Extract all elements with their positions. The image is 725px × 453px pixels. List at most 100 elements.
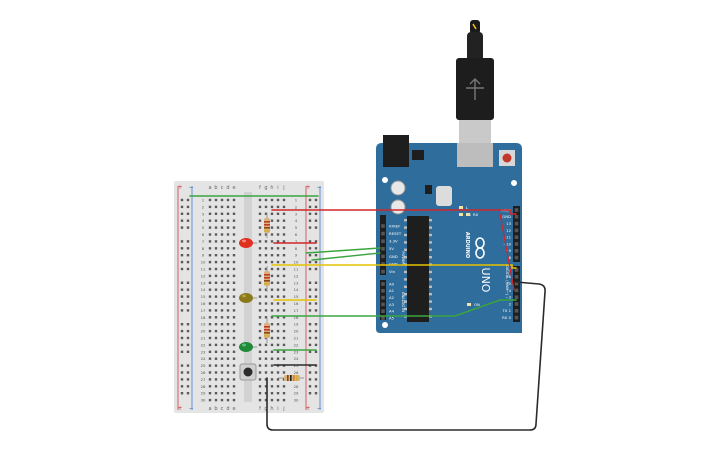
breadboard-hole [276, 247, 280, 250]
chip-pin [404, 226, 407, 229]
row-label-right: 12 [294, 273, 299, 278]
rail-hole [186, 392, 190, 395]
arduino-pcb [376, 143, 522, 333]
rail-hole [186, 240, 190, 243]
rail-hole [314, 254, 318, 257]
rail-hole [314, 212, 318, 215]
digital-pin[interactable] [514, 208, 519, 212]
breadboard-hole [232, 288, 236, 291]
breadboard-hole [214, 260, 218, 264]
breadboard-hole [282, 329, 286, 333]
wire-green-pin [271, 299, 517, 317]
breadboard-hole [282, 378, 286, 381]
breadboard-hole [226, 295, 230, 298]
power-pin[interactable] [381, 247, 385, 251]
power-pin[interactable] [381, 262, 385, 266]
rail-hole [180, 392, 184, 395]
power-pin[interactable] [381, 269, 385, 274]
breadboard-hole [220, 267, 224, 271]
board-brand: ARDUINO [464, 232, 470, 258]
breadboard-hole [270, 247, 274, 250]
breadboard-hole [226, 233, 230, 236]
breadboard-hole [264, 240, 268, 243]
digital-pin-label: 12 [506, 228, 511, 233]
breadboard-hole [220, 316, 224, 319]
breadboard-hole [264, 309, 268, 312]
digital-pin[interactable] [514, 281, 519, 286]
digital-pin[interactable] [514, 275, 519, 279]
rail-hole [308, 371, 312, 374]
digital-pin[interactable] [514, 295, 519, 299]
digital-pin[interactable] [514, 255, 519, 260]
digital-pin[interactable] [514, 268, 519, 272]
column-label-bottom: i [277, 406, 278, 412]
resistor-yellow-led [264, 266, 270, 292]
wire-red-diagonal [499, 213, 515, 291]
column-label-bottom: a [208, 406, 211, 412]
rail-hole [180, 343, 184, 347]
breadboard-hole [220, 233, 224, 236]
breadboard-hole [208, 219, 212, 222]
breadboard-hole [208, 281, 212, 284]
column-label-top: a [208, 185, 211, 191]
digital-pin[interactable] [514, 215, 519, 219]
breadboard-hole [258, 392, 262, 395]
digital-header-top [513, 206, 520, 262]
breadboard-hole [220, 343, 224, 347]
breadboard-hole [232, 254, 236, 257]
breadboard-hole [258, 198, 262, 202]
analog-pin[interactable] [381, 295, 385, 300]
breadboard-hole [232, 398, 236, 402]
power-pin-label: Vin [389, 269, 396, 274]
breadboard-hole [282, 392, 286, 395]
analog-pin[interactable] [381, 282, 385, 286]
rail-hole [314, 371, 318, 374]
breadboard-hole [264, 295, 268, 298]
chip-pin [429, 278, 432, 281]
row-label-right: 20 [294, 329, 299, 334]
breadboard-hole [258, 233, 262, 236]
row-label-right: 18 [294, 315, 299, 320]
breadboard-hole [226, 357, 230, 360]
row-label-right: 14 [294, 287, 299, 292]
reset-button-cap[interactable] [502, 153, 512, 163]
breadboard-hole [282, 385, 286, 388]
row-label-right: 19 [294, 322, 299, 327]
breadboard-hole [226, 240, 230, 243]
breadboard-hole [258, 254, 262, 257]
breadboard-hole [214, 350, 218, 353]
digital-pin[interactable] [514, 235, 519, 239]
power-pin[interactable] [381, 254, 385, 259]
power-pin[interactable] [381, 224, 385, 228]
power-pin[interactable] [381, 231, 385, 236]
digital-pin[interactable] [514, 228, 519, 233]
rail-plus-label-top-left: + [177, 184, 182, 191]
breadboard-hole [282, 274, 286, 278]
breadboard-hole [270, 343, 274, 347]
power-pin[interactable] [381, 239, 385, 243]
analog-pin[interactable] [381, 302, 385, 307]
breadboard-hole [264, 212, 268, 215]
push-button[interactable] [239, 363, 257, 381]
breadboard-hole [264, 350, 268, 353]
rail-hole [186, 267, 190, 271]
chip-pin [429, 226, 432, 229]
digital-header-title: DIGITAL (PWM~) [505, 265, 509, 295]
analog-pin[interactable] [381, 316, 385, 320]
digital-pin[interactable] [514, 309, 519, 313]
analog-pin[interactable] [381, 309, 385, 313]
analog-pin[interactable] [381, 289, 385, 293]
rail-hole [186, 378, 190, 381]
digital-pin[interactable] [514, 242, 519, 246]
row-label-left: 24 [201, 356, 206, 361]
breadboard-hole [214, 288, 218, 291]
digital-pin-label: ~10 [503, 241, 512, 246]
mounting-hole [382, 177, 388, 183]
digital-pin[interactable] [514, 288, 519, 293]
digital-pin[interactable] [514, 302, 519, 306]
digital-pin[interactable] [514, 249, 519, 253]
digital-pin[interactable] [514, 221, 519, 226]
analog-pin-label: A2 [389, 295, 395, 300]
breadboard-hole [214, 309, 218, 312]
digital-pin[interactable] [514, 315, 519, 320]
